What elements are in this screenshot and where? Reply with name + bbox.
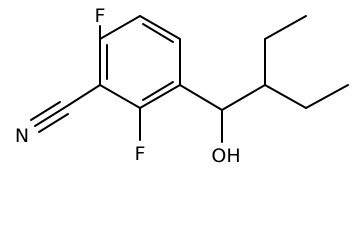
bond-c-cn <box>63 84 101 109</box>
ring-bond-1 <box>99 15 141 40</box>
bond-triple-1 <box>34 107 65 127</box>
bond-ethyl-right-end <box>305 84 349 109</box>
ring-bond-4 <box>139 84 181 109</box>
bond-ch-ethyl-right <box>264 84 307 109</box>
bond-triple-3 <box>38 113 69 133</box>
ring-double-bond-1 <box>142 23 174 43</box>
bond-ethyl-up-end <box>264 15 307 40</box>
ring-bond-5 <box>99 84 141 109</box>
bond-ring-choh <box>179 84 223 111</box>
atom-n-nitrile: N <box>15 125 29 147</box>
molecule-canvas: F F N OH <box>15 5 349 167</box>
bond-triple-2 <box>30 101 61 121</box>
atom-f-top: F <box>95 5 106 27</box>
atom-oh: OH <box>211 145 240 167</box>
bond-choh-ch <box>221 84 266 111</box>
atom-f-bottom: F <box>135 143 146 165</box>
structure-diagram: F F N OH <box>15 5 349 167</box>
ring-double-bond-2 <box>142 81 174 101</box>
ring-bond-2 <box>139 15 181 40</box>
